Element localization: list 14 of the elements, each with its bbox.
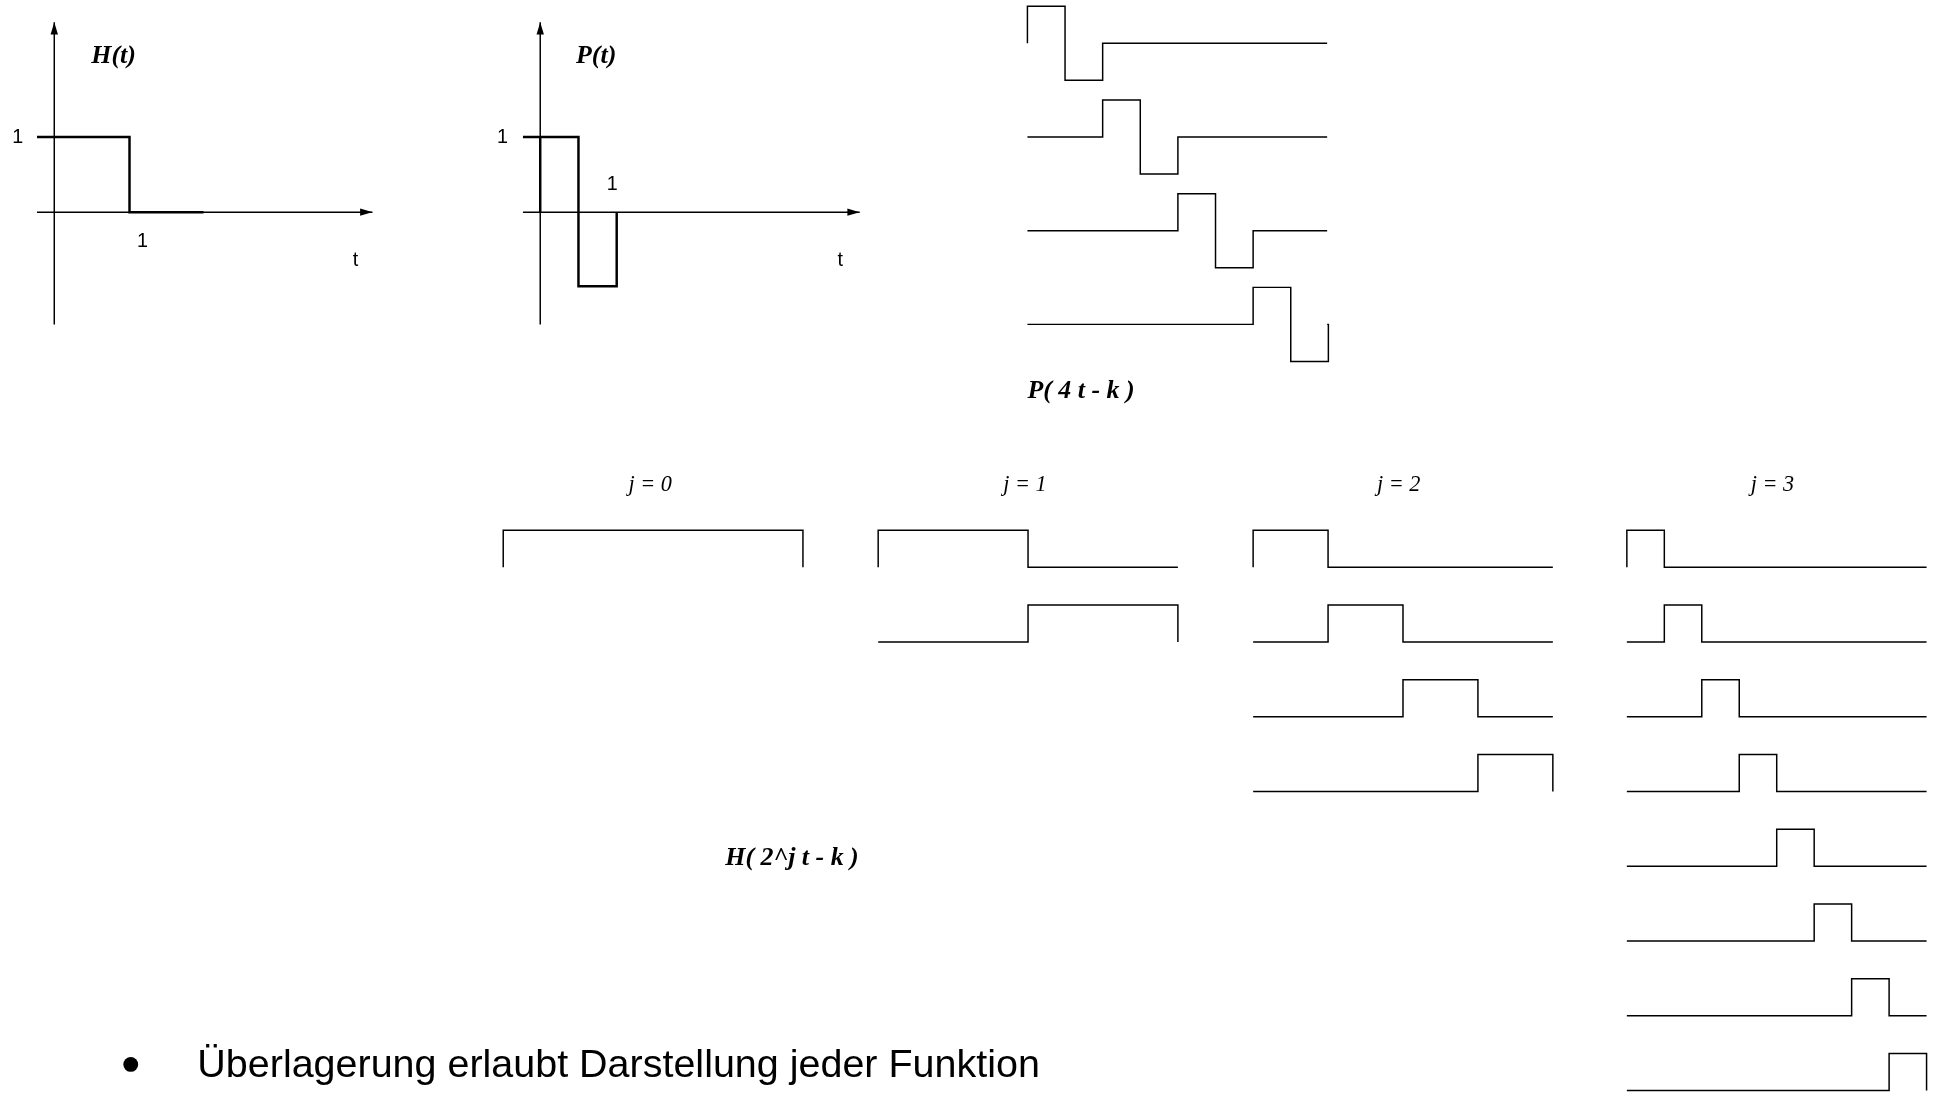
function-label: H(t) (91, 41, 136, 68)
column-heading: j = 1 (1003, 472, 1047, 495)
column-heading: j = 3 (1750, 472, 1795, 495)
tick-label: 1 (606, 173, 618, 194)
function-label: H( 2^j t - k ) (725, 843, 859, 870)
function-label: P( 4 t - k ) (1027, 377, 1135, 404)
axis-label: t (352, 250, 359, 271)
tick-label: 1 (497, 127, 509, 147)
axis-label: t (837, 250, 843, 271)
bullet-point-text: Überlagerung erlaubt Darstellung jeder Funktion (197, 1043, 1040, 1083)
function-label: P(t) (576, 41, 617, 68)
tick-label: 1 (12, 127, 24, 147)
column-heading: j = 0 (628, 472, 672, 495)
tick-label: 1 (136, 230, 148, 251)
